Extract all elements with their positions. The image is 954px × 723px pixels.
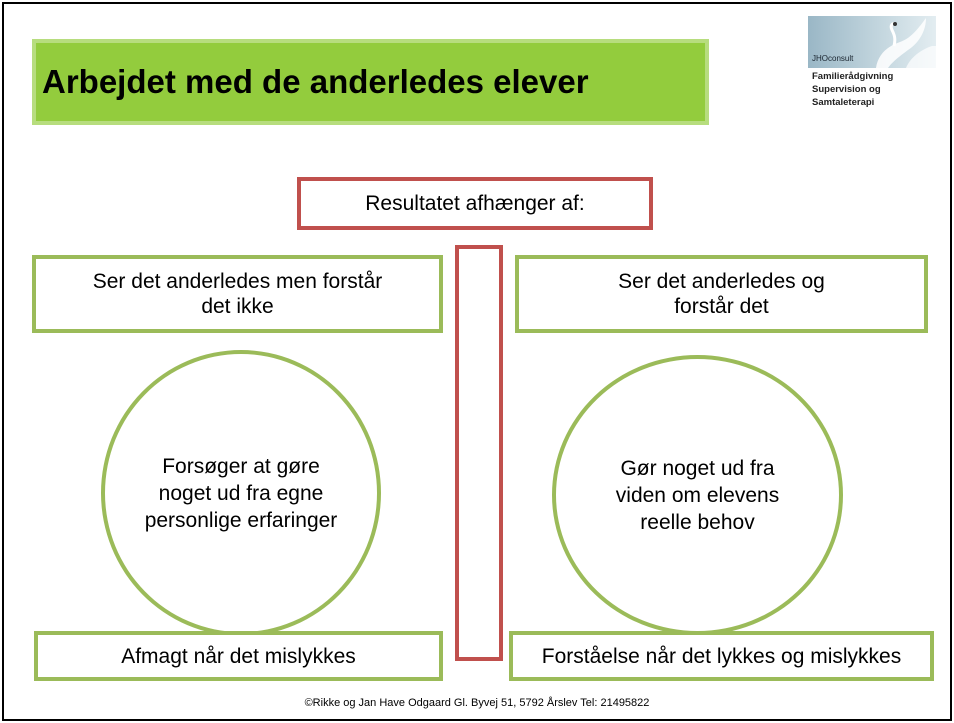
logo: JHOconsult Familierådgivning Supervision…	[808, 16, 936, 130]
center-box: Resultatet afhænger af:	[297, 177, 653, 230]
left-ellipse-text: Forsøger at gøre noget ud fra egne perso…	[144, 454, 338, 532]
logo-line: Supervision og	[812, 84, 881, 95]
center-divider	[455, 245, 503, 661]
logo-line: Familierådgivning	[812, 71, 894, 82]
right-top-box: Ser det anderledes og forstår det	[515, 255, 928, 333]
left-top-text: Ser det anderledes men forstår det ikke	[92, 270, 383, 318]
logo-name: JHOconsult	[812, 54, 854, 63]
center-box-label: Resultatet afhænger af:	[365, 191, 585, 215]
footer: ©Rikke og Jan Have Odgaard Gl. Byvej 51,…	[304, 697, 650, 709]
left-ellipse: Forsøger at gøre noget ud fra egne perso…	[101, 350, 381, 636]
right-ellipse: Gør noget ud fra viden om elevens reelle…	[552, 355, 843, 635]
right-bottom-box: Forståelse når det lykkes og mislykkes	[509, 631, 934, 681]
logo-tagline: Familierådgivning Supervision og Samtale…	[812, 70, 893, 109]
left-top-box: Ser det anderledes men forstår det ikke	[32, 255, 443, 333]
title-box: Arbejdet med de anderledes elever	[32, 39, 709, 125]
logo-line: Samtaleterapi	[812, 97, 875, 108]
left-bottom-text: Afmagt når det mislykkes	[121, 644, 356, 668]
right-ellipse-text: Gør noget ud fra viden om elevens reelle…	[615, 456, 780, 534]
left-bottom-box: Afmagt når det mislykkes	[34, 631, 443, 681]
right-bottom-text: Forståelse når det lykkes og mislykkes	[541, 644, 902, 668]
right-top-text: Ser det anderledes og forstår det	[618, 270, 825, 318]
swan-logo-icon	[808, 16, 936, 68]
slide-title: Arbejdet med de anderledes elever	[42, 63, 589, 100]
